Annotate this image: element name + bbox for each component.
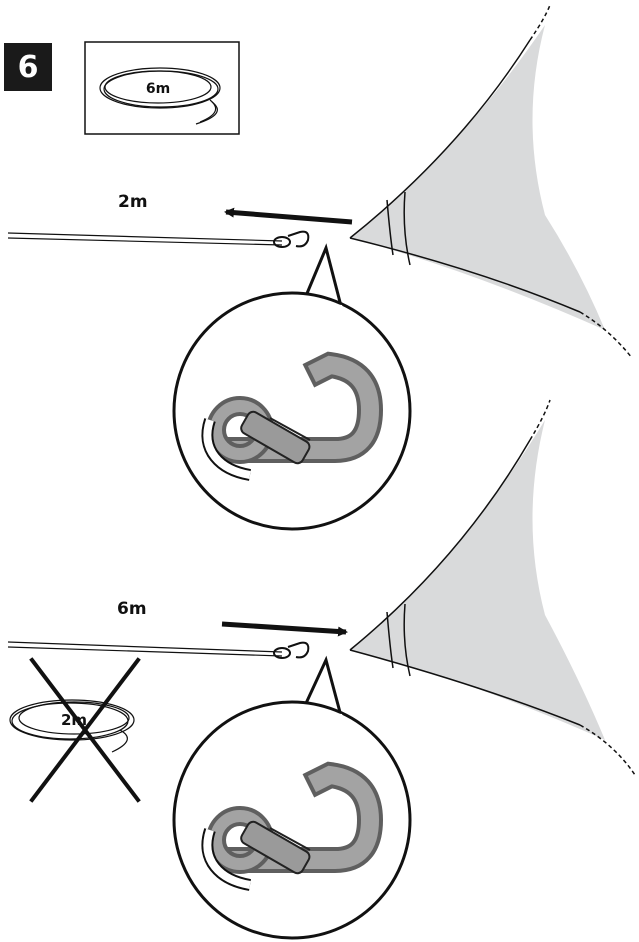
top-rope-length-label: 2m bbox=[118, 192, 148, 212]
top-sail-corner bbox=[350, 5, 632, 358]
cross-mark-icon bbox=[32, 660, 138, 800]
bottom-zoom-callout bbox=[174, 660, 410, 938]
top-arrow-left bbox=[226, 212, 352, 222]
bottom-rope bbox=[8, 642, 308, 658]
top-zoom-callout bbox=[174, 248, 410, 529]
top-rope bbox=[8, 232, 308, 247]
bottom-rope-length-label: 6m bbox=[117, 599, 147, 619]
rope-coil-box: 6m bbox=[85, 42, 239, 134]
rope-length-label: 6m bbox=[146, 81, 170, 97]
bottom-arrow-right bbox=[222, 624, 346, 632]
wrong-rope-coil: 2m bbox=[10, 660, 138, 800]
